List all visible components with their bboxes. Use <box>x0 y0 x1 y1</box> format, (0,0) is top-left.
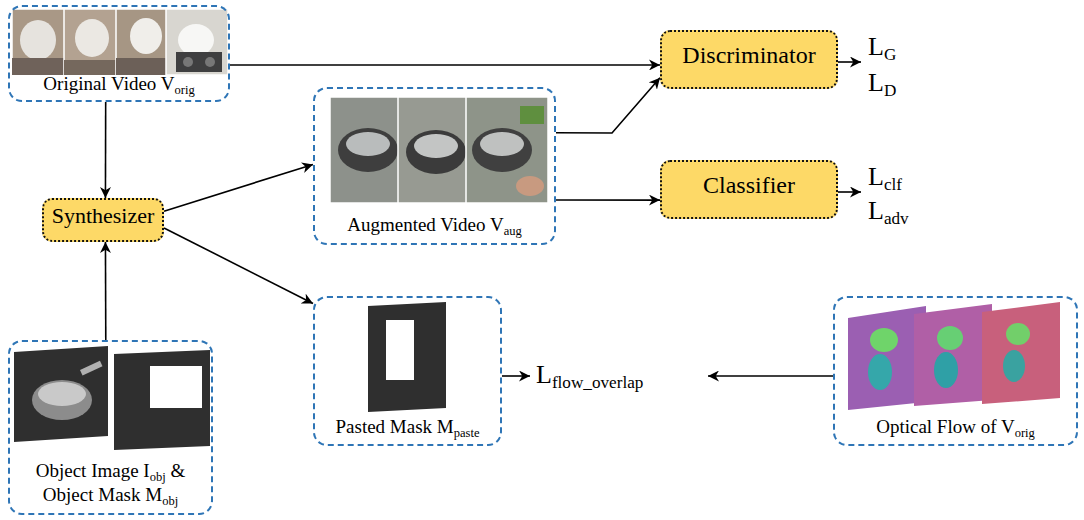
text-run: L <box>536 360 552 389</box>
subscript: flow_overlap <box>552 373 643 392</box>
arrow-connector <box>105 102 107 198</box>
subscript: adv <box>884 209 909 228</box>
arrow-connector <box>556 78 660 133</box>
augmented-frames <box>330 97 548 203</box>
text-run: Pasted Mask M <box>336 416 454 437</box>
node-text: Object Image Iobj & Object Mask Mobj <box>36 460 186 508</box>
object-mask <box>114 350 210 450</box>
text-run: Object Mask M <box>43 484 162 505</box>
subscript: obj <box>150 470 166 484</box>
node-text: Discriminator <box>682 42 815 70</box>
text-run: L <box>868 196 884 225</box>
flow-panel: Optical Flow of Vorig <box>833 296 1078 446</box>
text-run: Object Image I <box>36 460 150 481</box>
text-run: Optical Flow of V <box>876 416 1014 437</box>
arrow-connector <box>164 164 313 211</box>
video-panel: Augmented Video Vaug <box>313 87 556 245</box>
subscript: aug <box>504 224 522 238</box>
video-frames <box>12 9 228 75</box>
node-text: Original Video Vorig <box>43 73 194 97</box>
subscript: orig <box>1015 426 1035 440</box>
subscript: G <box>884 45 896 64</box>
text-run: L <box>868 32 884 61</box>
loss-label: LG <box>868 34 896 63</box>
pasted-mask <box>368 302 446 412</box>
arrow-connector <box>556 199 660 201</box>
loss-label: Ladv <box>868 198 909 227</box>
loss-label: LD <box>868 70 896 99</box>
subscript: clf <box>884 175 902 194</box>
node-text: Pasted Mask Mpaste <box>336 416 480 440</box>
text-run: L <box>868 162 884 191</box>
node-text: Optical Flow of Vorig <box>876 416 1035 440</box>
object-panel: Object Image Iobj & Object Mask Mobj <box>8 340 213 515</box>
loss-label: Lclf <box>868 164 902 193</box>
subscript: paste <box>454 426 480 440</box>
subscript: obj <box>162 494 178 508</box>
subscript: D <box>884 81 896 100</box>
loss-arrow <box>838 191 861 193</box>
process-box: Discriminator <box>660 30 838 89</box>
process-box: Classifier <box>660 160 838 219</box>
mask-panel: Pasted Mask Mpaste <box>313 296 502 446</box>
text-run: & <box>166 460 186 481</box>
loss-arrow <box>838 61 861 63</box>
arrow-connector <box>105 242 107 340</box>
node-text: Augmented Video Vaug <box>347 214 522 238</box>
loss-arrow <box>502 375 530 377</box>
object-image <box>14 346 108 442</box>
text-run: Original Video V <box>43 73 174 94</box>
arrow-connector <box>164 228 313 304</box>
text-run: Augmented Video V <box>347 214 503 235</box>
node-text: Classifier <box>703 172 795 200</box>
text-run: L <box>868 68 884 97</box>
process-box: Synthesizer <box>42 198 164 242</box>
arrow-connector <box>230 64 660 66</box>
optical-flow-frames <box>848 302 1060 410</box>
node-text: Synthesizer <box>52 203 155 228</box>
loss-label: Lflow_overlap <box>536 362 643 391</box>
video-panel: Original Video Vorig <box>8 5 230 102</box>
loss-arrow <box>708 375 833 377</box>
subscript: orig <box>174 83 194 97</box>
